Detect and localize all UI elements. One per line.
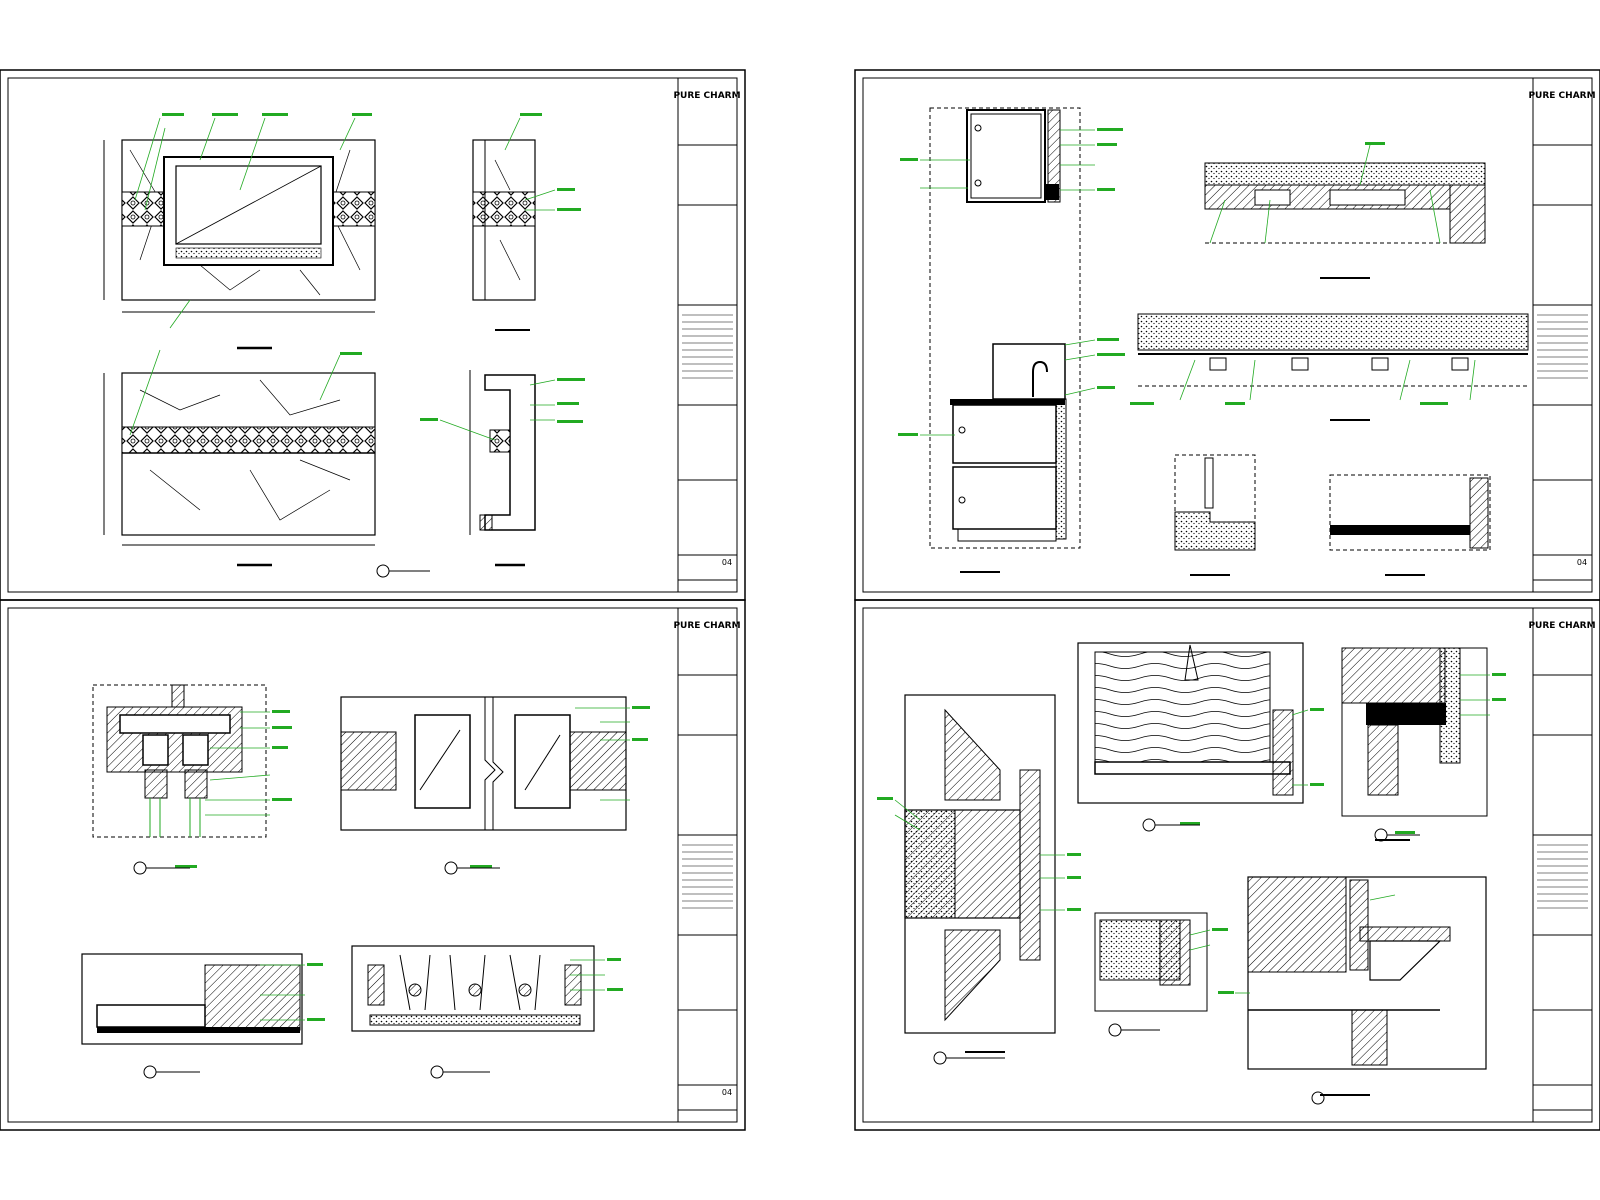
logo-text: PURE CHARM [673,621,740,631]
logo-text: PURE CHARM [1528,621,1595,631]
annotation-marks [162,113,585,423]
wood-panel-elevation [1077,642,1304,804]
view-title-marks [933,818,1420,1105]
tv-wall-elevation [103,139,376,313]
sheet-top-left: PURE CHARM 04 [0,69,746,601]
annotation-leaders [894,674,1490,994]
cabinet-section-detail [469,370,536,535]
view-title-marks [960,571,1425,576]
sheet-top-right: PURE CHARM 04 [854,69,1600,601]
view-title-marks [237,346,525,578]
threshold-detail [81,953,303,1045]
view-title-marks [133,861,500,1079]
sliding-track-detail [92,684,267,838]
sheet-bottom-left: PURE CHARM 04 [0,599,746,1131]
logo-text: PURE CHARM [1528,91,1595,101]
floor-detail [1329,474,1491,551]
annotation-marks [877,673,1506,994]
title-block: PURE CHARM 04 [1528,78,1596,592]
tv-wall-side-section [472,139,536,331]
corner-detail [1341,647,1488,841]
title-block: PURE CHARM [1528,608,1596,1122]
annotation-leaders [205,707,630,1021]
sheet-bottom-right: PURE CHARM [854,599,1600,1131]
upper-cabinet-section [966,109,1061,203]
sheet-number: 04 [722,1088,732,1097]
sheet-number: 04 [1577,558,1587,567]
annotation-leaders [920,129,1476,436]
fluted-panel-detail [351,945,595,1032]
countertop-section [1204,162,1486,279]
lattice-wall-elevation [103,372,376,546]
sink-cabinet-section [950,343,1067,542]
annotation-leaders [129,117,556,441]
step-detail [1174,454,1256,551]
ceiling-section-strip [1137,313,1529,421]
annotation-marks [898,128,1448,436]
glass-door-plan [340,696,627,831]
annotation-marks [175,706,650,1021]
title-block: PURE CHARM 04 [673,78,741,592]
logo-text: PURE CHARM [673,91,740,101]
wall-joint-section [904,694,1056,1053]
title-block: PURE CHARM 04 [673,608,741,1122]
ceiling-cornice-section [1247,876,1487,1096]
sheet-number: 04 [722,558,732,567]
small-concrete-detail [1094,912,1208,1012]
